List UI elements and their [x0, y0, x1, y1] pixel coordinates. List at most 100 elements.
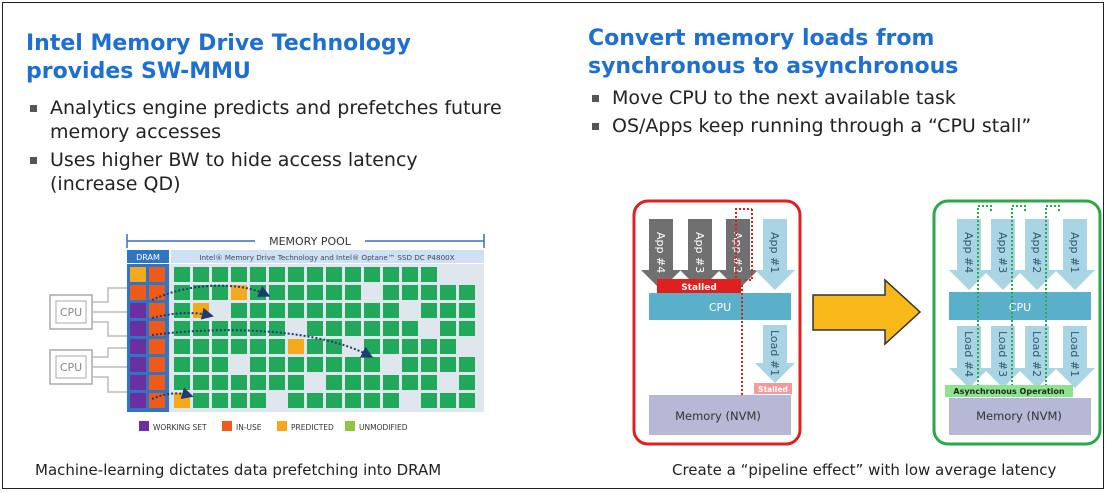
async-load-1: Load #1 [1055, 326, 1095, 388]
sync-cpu-bar [649, 293, 791, 320]
pool-cell [383, 303, 399, 318]
pool-cell [383, 339, 399, 354]
pool-cell [364, 303, 380, 318]
right-title-line1: Convert memory loads from [588, 26, 935, 51]
async-load-2-label: Load #2 [1030, 331, 1043, 377]
async-app-3-label: App #3 [996, 232, 1009, 273]
pool-cell [269, 321, 285, 336]
async-load-3-label: Load #3 [996, 331, 1009, 377]
legend-in-use-swatch [222, 421, 232, 431]
pool-cell [174, 303, 190, 318]
pool-cell [174, 375, 190, 390]
pool-cell [345, 303, 361, 318]
pool-cell [307, 267, 323, 282]
sync-app-3: App #3 [680, 219, 720, 290]
left-bullets: Analytics engine predicts and prefetches… [26, 96, 566, 200]
dram-cell [130, 375, 146, 390]
pool-cell [421, 339, 437, 354]
pool-cell [307, 357, 323, 372]
pool-cell [440, 393, 456, 408]
pool-cell [364, 357, 380, 372]
pool-cell [231, 285, 247, 300]
pool-cell [231, 339, 247, 354]
dram-cells [130, 267, 165, 408]
pool-cell [231, 393, 247, 408]
pool-cell [193, 393, 209, 408]
pool-cell [193, 285, 209, 300]
dram-cell [130, 285, 146, 300]
pool-cell [459, 303, 475, 318]
async-memory-label: Memory (NVM) [976, 409, 1062, 423]
pool-cell [383, 267, 399, 282]
pool-cell [421, 303, 437, 318]
bullet-square-icon [30, 157, 37, 164]
pool-cell [288, 393, 304, 408]
right-title: Convert memory loads from synchronous to… [588, 25, 958, 81]
pool-cell [250, 321, 266, 336]
async-app-1-label: App #1 [1068, 232, 1081, 273]
right-bullet-1: Move CPU to the next available task [588, 86, 1098, 110]
sync-app-2: App #2 [718, 219, 758, 290]
pool-cell [364, 393, 380, 408]
pool-cell [212, 339, 228, 354]
pool-cell [383, 393, 399, 408]
cpu-chip-1-label: CPU [60, 306, 82, 319]
async-operation-bar [945, 385, 1073, 397]
sync-memory-box [649, 395, 791, 435]
pool-cell [269, 303, 285, 318]
pool-cell [402, 267, 418, 282]
async-memory-box [949, 398, 1091, 435]
pool-cell [440, 357, 456, 372]
pool-cell [326, 267, 342, 282]
pool-cell [250, 375, 266, 390]
pool-cell [307, 339, 323, 354]
async-app-4-label: App #4 [962, 232, 975, 273]
pool-cell [345, 285, 361, 300]
async-cpu-bar [949, 292, 1091, 320]
pool-cell [307, 393, 323, 408]
pool-cell [212, 393, 228, 408]
small-stalled-label: Stalled [758, 385, 788, 394]
pool-cell [307, 303, 323, 318]
pool-cell [193, 375, 209, 390]
legend-unmodified: UNMODIFIED [359, 423, 408, 432]
pool-cell [307, 285, 323, 300]
legend-unmodified-swatch [345, 421, 355, 431]
left-bullet-1-line1: Analytics engine predicts and prefetches… [50, 97, 502, 119]
sync-app-4-label: App #4 [654, 232, 667, 273]
pool-cell [345, 357, 361, 372]
pool-cell [288, 339, 304, 354]
pool-cell [269, 357, 285, 372]
pool-cell [174, 285, 190, 300]
pool-cell [288, 357, 304, 372]
pool-cell [345, 267, 361, 282]
pool-cell [231, 321, 247, 336]
pool-cell [383, 321, 399, 336]
pool-cell [364, 267, 380, 282]
pool-cell [269, 267, 285, 282]
legend: WORKING SET IN-USE PREDICTED UNMODIFIED [139, 421, 408, 432]
dram-cell [149, 321, 165, 336]
async-load-1-label: Load #1 [1068, 331, 1081, 377]
left-caption: Machine-learning dictates data prefetchi… [35, 461, 442, 479]
left-bullet-2: Uses higher BW to hide access latency(in… [26, 148, 566, 196]
dram-cell [130, 357, 146, 372]
dram-cell [130, 393, 146, 408]
memory-pool-title: MEMORY POOL [269, 235, 352, 248]
pool-cell [326, 357, 342, 372]
left-title: Intel Memory Drive Technology provides S… [26, 30, 411, 86]
stalled-label: Stalled [681, 283, 717, 293]
pool-cell [459, 375, 475, 390]
dram-cell [149, 375, 165, 390]
pool-cell [250, 393, 266, 408]
pool-cell [440, 303, 456, 318]
pool-cell [345, 393, 361, 408]
pool-cells [174, 267, 475, 408]
async-panel: App #4 App #3 App #2 App #1 CPU Load #4 … [932, 199, 1102, 446]
legend-predicted-swatch [277, 421, 287, 431]
sync-load-1: Load #1 [755, 325, 795, 383]
bullet-square-icon [30, 105, 37, 112]
pool-cell [212, 321, 228, 336]
pool-cell [402, 285, 418, 300]
